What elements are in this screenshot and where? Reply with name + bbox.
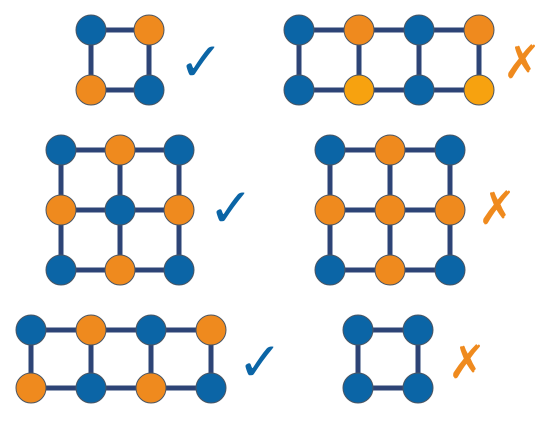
orange-node <box>374 134 406 166</box>
cross-icon: ✗ <box>448 335 487 389</box>
graph-1: ✓ <box>75 14 224 106</box>
blue-node <box>163 134 195 166</box>
blue-node <box>75 14 107 46</box>
orange-node <box>343 74 375 106</box>
orange-node <box>75 314 107 346</box>
blue-node <box>45 254 77 286</box>
orange-node <box>374 254 406 286</box>
graph-5: ✓ <box>15 314 283 404</box>
orange-node <box>15 372 47 404</box>
orange-node <box>434 194 466 226</box>
orange-node <box>75 74 107 106</box>
graph-2: ✗ <box>283 14 542 106</box>
blue-node <box>434 254 466 286</box>
blue-node <box>45 134 77 166</box>
blue-node <box>434 134 466 166</box>
checkmark-icon: ✓ <box>237 331 282 394</box>
blue-node <box>75 372 107 404</box>
blue-node <box>342 314 374 346</box>
blue-node <box>15 314 47 346</box>
orange-node <box>135 372 167 404</box>
orange-node <box>463 74 495 106</box>
blue-node <box>135 314 167 346</box>
orange-node <box>195 314 227 346</box>
graph-3: ✓ <box>45 134 254 286</box>
graph-4: ✗ <box>314 134 517 286</box>
blue-node <box>283 14 315 46</box>
blue-node <box>402 314 434 346</box>
blue-node <box>314 134 346 166</box>
blue-node <box>403 74 435 106</box>
blue-node <box>402 372 434 404</box>
cross-icon: ✗ <box>503 35 542 89</box>
orange-node <box>374 194 406 226</box>
blue-node <box>342 372 374 404</box>
orange-node <box>104 254 136 286</box>
cross-icon: ✗ <box>478 181 517 235</box>
blue-node <box>133 74 165 106</box>
blue-node <box>314 254 346 286</box>
orange-node <box>343 14 375 46</box>
graph-6: ✗ <box>342 314 487 404</box>
checkmark-icon: ✓ <box>208 177 253 240</box>
orange-node <box>163 194 195 226</box>
blue-node <box>195 372 227 404</box>
orange-node <box>104 134 136 166</box>
orange-node <box>45 194 77 226</box>
blue-node <box>163 254 195 286</box>
blue-node <box>283 74 315 106</box>
orange-node <box>463 14 495 46</box>
orange-node <box>314 194 346 226</box>
blue-node <box>403 14 435 46</box>
orange-node <box>133 14 165 46</box>
checkmark-icon: ✓ <box>178 31 223 94</box>
blue-node <box>104 194 136 226</box>
